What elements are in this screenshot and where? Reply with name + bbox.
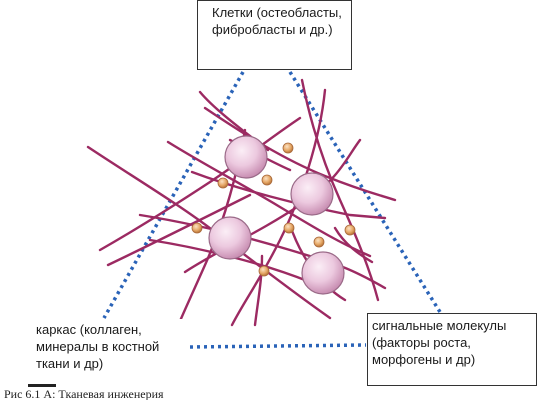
- fiber: [138, 213, 387, 290]
- triangle-left-side: [102, 71, 245, 319]
- fiber-network: [86, 78, 397, 342]
- fiber: [98, 116, 302, 252]
- fiber: [106, 193, 252, 267]
- figure-caption: Рис 6.1 А: Тканевая инженерия: [4, 387, 164, 400]
- scaffold-label-line: каркас (коллаген,: [36, 322, 142, 337]
- scaffold-label-line: ткани и др): [36, 356, 104, 371]
- signal-molecule: [283, 222, 295, 234]
- signal-label-line: сигнальные молекулы: [372, 318, 507, 333]
- signal-molecule: [282, 142, 294, 154]
- scaffold-label-box: каркас (коллаген, минералы в костной тка…: [26, 319, 186, 381]
- signal-molecule: [217, 177, 229, 189]
- triangle-right-side: [288, 71, 442, 313]
- fiber: [300, 78, 380, 302]
- caption-decoration: [28, 384, 56, 387]
- fiber: [203, 106, 397, 202]
- signal-molecule: [313, 236, 325, 248]
- fiber: [253, 254, 264, 327]
- cells-label-line: Клетки (остеобласты,: [212, 5, 342, 20]
- scaffold-label-line: минералы в костной: [36, 339, 160, 354]
- signal-molecules-label-box: сигнальные молекулы (факторы роста, морф…: [367, 313, 537, 386]
- cell: [224, 135, 268, 179]
- fiber: [190, 170, 387, 220]
- signal-molecules: [191, 142, 356, 277]
- cells: [208, 135, 345, 295]
- signal-label-line: (факторы роста,: [372, 335, 471, 350]
- fiber: [333, 226, 374, 264]
- cell: [290, 172, 334, 216]
- triangle-outline: [102, 71, 442, 349]
- fiber: [166, 140, 372, 258]
- signal-molecule: [191, 222, 203, 234]
- triangle-bottom-side: [189, 343, 367, 349]
- cells-label-line: фибробласты и др.): [212, 22, 333, 37]
- cell: [208, 216, 252, 260]
- cells-label-box: Клетки (остеобласты, фибробласты и др.): [197, 0, 352, 70]
- signal-molecule: [261, 174, 273, 186]
- fiber: [230, 88, 327, 327]
- signal-molecule: [344, 224, 356, 236]
- signal-molecule: [258, 265, 270, 277]
- cell: [301, 251, 345, 295]
- signal-label-line: морфогены и др): [372, 352, 476, 367]
